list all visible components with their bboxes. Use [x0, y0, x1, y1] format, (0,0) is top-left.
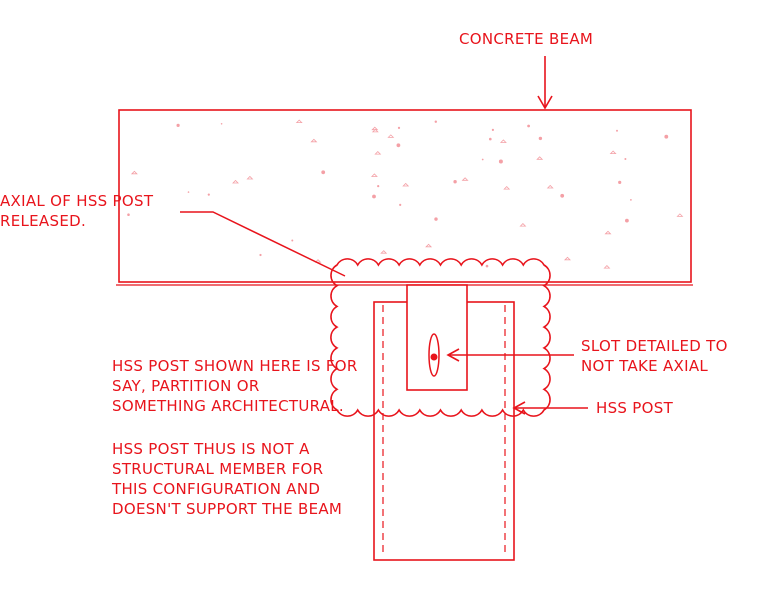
stipple-dot — [396, 143, 401, 148]
stipple-dot — [604, 230, 612, 235]
stipple-dot — [498, 159, 503, 164]
axial-leader-line — [180, 211, 346, 277]
stipple-dot — [176, 123, 180, 127]
stipple-dot — [527, 124, 530, 128]
stipple-dot — [676, 213, 684, 217]
stipple-dot — [259, 253, 262, 257]
stipple-dot — [434, 217, 438, 221]
note-partition: HSS POST SHOWN HERE IS FOR SAY, PARTITIO… — [112, 357, 358, 417]
stipple-dot — [609, 150, 617, 154]
concrete-beam — [118, 109, 692, 283]
stipple-dot — [503, 186, 511, 190]
note-line: STRUCTURAL MEMBER FOR — [112, 460, 324, 478]
stipple-dot — [481, 158, 484, 161]
stipple-dot — [232, 179, 239, 184]
concrete-beam-label: CONCRETE BEAM — [459, 30, 594, 48]
stipple-dot — [489, 137, 492, 141]
stipple-dot — [546, 184, 554, 189]
stipple-dot — [603, 265, 611, 269]
stipple-dot — [387, 134, 395, 138]
stipple-dot — [618, 180, 622, 184]
stipple-dot — [295, 119, 303, 123]
bolt-dot — [430, 353, 438, 361]
stipple-dot — [625, 218, 629, 223]
stipple-dot — [461, 177, 469, 181]
slot-leader-arrow — [446, 348, 574, 362]
concrete-beam-leader-arrow — [537, 56, 553, 110]
axial-released-label-line-2: RELEASED. — [0, 212, 87, 230]
stipple-dot — [538, 136, 543, 141]
stipple-dot — [519, 223, 527, 227]
slot-detailed-label-line-1: SLOT DETAILED TO — [581, 337, 728, 355]
note-line: SOMETHING ARCHITECTURAL. — [112, 397, 344, 415]
note-line: THIS CONFIGURATION AND — [112, 480, 321, 498]
stipple-dot — [499, 139, 507, 143]
stipple-dot — [630, 199, 632, 201]
concrete-stipple — [127, 119, 684, 269]
stipple-dot — [130, 170, 138, 175]
stipple-dot — [371, 128, 379, 133]
note-line: SAY, PARTITION OR — [112, 377, 260, 395]
stipple-dot — [127, 213, 130, 216]
note-not-structural: HSS POST THUS IS NOT A STRUCTURAL MEMBER… — [112, 440, 342, 520]
stipple-dot — [624, 158, 627, 160]
stipple-dot — [321, 170, 326, 175]
stipple-dot — [616, 129, 618, 132]
stipple-dot — [399, 203, 402, 206]
stipple-dot — [220, 123, 223, 125]
stipple-dot — [310, 138, 318, 143]
stipple-dot — [425, 243, 433, 248]
stipple-dot — [564, 256, 571, 261]
stipple-dot — [560, 193, 565, 198]
stipple-dot — [377, 185, 380, 188]
stipple-dot — [485, 264, 489, 268]
axial-released-label-line-1: AXIAL OF HSS POST — [0, 192, 154, 210]
stipple-dot — [402, 182, 410, 187]
stipple-dot — [372, 194, 376, 199]
slotted-hole — [428, 333, 440, 377]
note-line: HSS POST THUS IS NOT A — [112, 440, 310, 458]
stipple-dot — [491, 128, 494, 131]
stipple-dot — [370, 173, 378, 177]
stipple-dot — [207, 193, 210, 196]
note-line: DOESN'T SUPPORT THE BEAM — [112, 500, 343, 518]
hss-post-leader-arrow — [512, 401, 588, 415]
slot-detailed-label-line-2: NOT TAKE AXIAL — [581, 357, 709, 375]
stipple-dot — [380, 250, 388, 254]
stipple-dot — [246, 175, 254, 180]
stipple-dot — [664, 134, 669, 139]
revision-cloud — [330, 258, 551, 417]
stipple-dot — [291, 239, 294, 242]
stipple-dot — [434, 120, 437, 123]
stipple-dot — [187, 191, 190, 193]
hss-post-label: HSS POST — [596, 399, 674, 417]
stipple-dot — [536, 156, 544, 160]
stipple-dot — [453, 180, 457, 184]
note-line: HSS POST SHOWN HERE IS FOR — [112, 357, 358, 375]
stipple-dot — [374, 151, 382, 155]
stipple-dot — [371, 126, 379, 131]
stipple-dot — [397, 126, 401, 129]
